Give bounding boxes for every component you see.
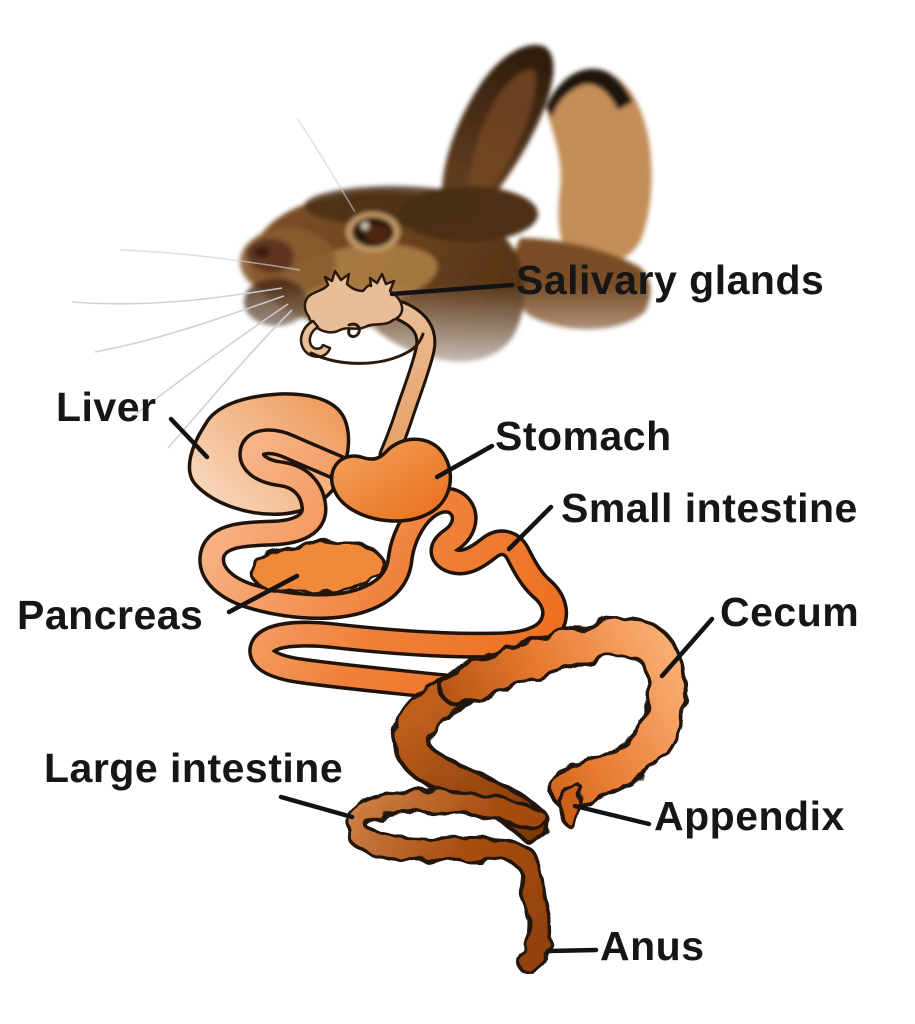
pancreas-label: Pancreas [17,592,204,638]
pancreas-leader-line [226,573,300,615]
rabbit-nostril [254,247,270,257]
pancreas-shape [250,541,385,594]
stomach-shape [329,437,453,523]
rabbit-whiskers [71,117,356,449]
salivary-glands-leader-line [389,282,515,297]
liver-label: Liver [56,384,157,430]
small-intestine-leader-line [506,504,554,552]
large-intestine-leader-line [278,794,355,820]
salivary-glands-shape [299,269,425,365]
anus-leader-line [545,947,599,954]
rabbit-neck-fur [510,238,651,330]
appendix-label: Appendix [654,793,845,839]
rabbit-iris [365,225,389,243]
anus-label: Anus [600,923,705,969]
cecum-leader-line [659,616,715,679]
rabbit-forehead-band [304,186,480,226]
large-intestine-label: Large intestine [44,745,344,791]
rabbit-head-photo [240,44,652,362]
rabbit-ear-back-rim [546,68,633,118]
salivary-glands-label: Salivary glands [516,257,825,303]
liver-leader-line [168,416,210,460]
rabbit-eye-highlight [361,222,369,230]
stomach-leader-line [434,443,495,480]
rabbit-chin [244,278,308,326]
small-intestine-label: Small intestine [561,485,858,531]
appendix-shape [556,782,585,826]
leader-lines [168,282,715,954]
rabbit-ear-front-inner [469,69,537,206]
stomach-label: Stomach [495,413,672,459]
rabbit-ear-back [546,68,652,267]
appendix-leader-line [572,803,652,827]
cecum-shape [459,637,667,789]
cecum-label: Cecum [720,589,860,635]
